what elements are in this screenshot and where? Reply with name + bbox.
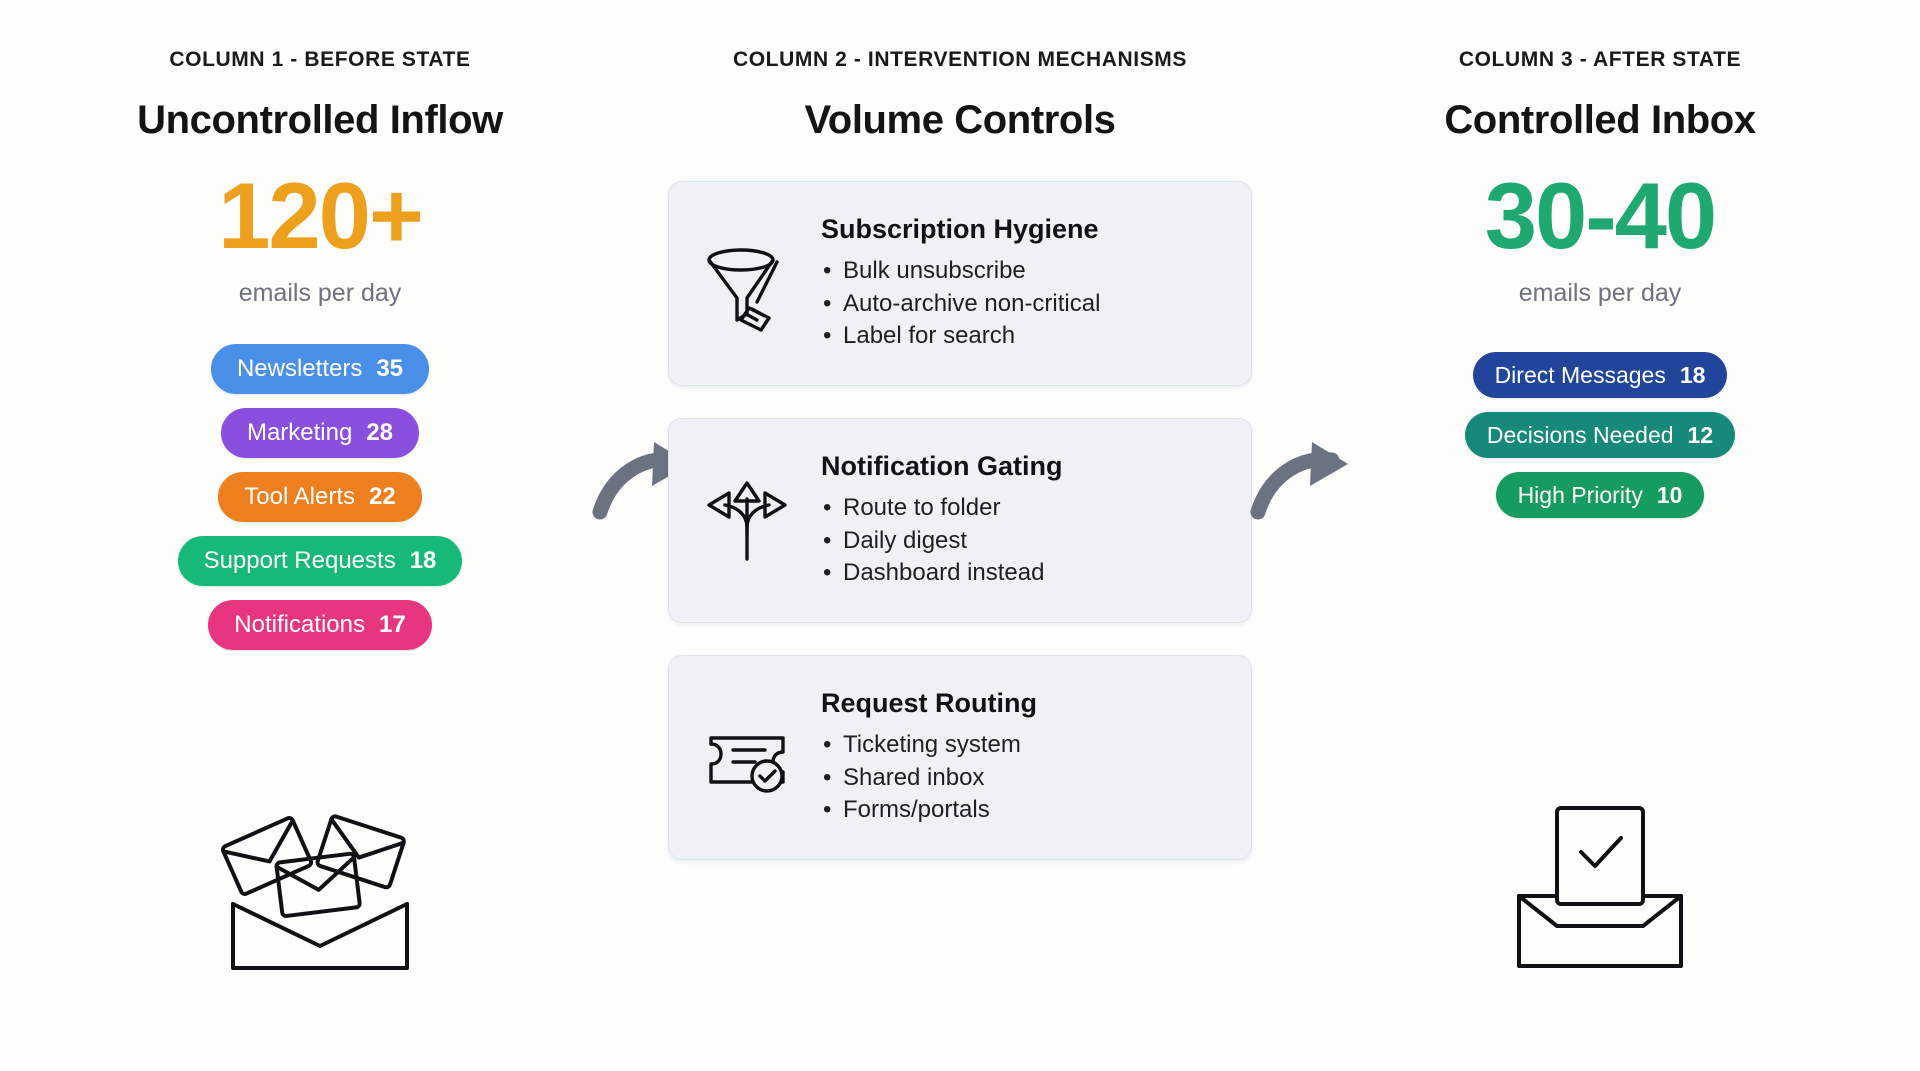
before-pill-stack: Newsletters 35 Marketing 28 Tool Alerts … bbox=[40, 344, 600, 650]
inbox-tray-check-icon bbox=[1517, 806, 1683, 968]
pill-marketing[interactable]: Marketing 28 bbox=[220, 408, 420, 458]
card-bullet: Auto-archive non-critical bbox=[821, 288, 1225, 321]
column-3-title: Controlled Inbox bbox=[1444, 98, 1756, 142]
card-bullet-list: Route to folder Daily digest Dashboard i… bbox=[821, 492, 1225, 590]
mechanism-card-request-routing[interactable]: Request Routing Ticketing system Shared … bbox=[668, 655, 1252, 860]
card-bullet: Dashboard instead bbox=[821, 557, 1225, 590]
card-title: Subscription Hygiene bbox=[821, 214, 1099, 245]
pill-label: Tool Alerts bbox=[244, 483, 355, 510]
mechanism-card-subscription-hygiene[interactable]: Subscription Hygiene Bulk unsubscribe Au… bbox=[668, 181, 1252, 386]
pill-high-priority[interactable]: High Priority 10 bbox=[1495, 472, 1705, 518]
after-stat-value: 30-40 bbox=[1484, 163, 1717, 268]
card-body: Notification Gating Route to folder Dail… bbox=[821, 451, 1225, 590]
column-after-state: COLUMN 3 - AFTER STATE Controlled Inbox … bbox=[1320, 0, 1880, 1071]
funnel-broom-icon bbox=[695, 236, 799, 332]
before-stat-caption: emails per day bbox=[238, 279, 402, 307]
mechanism-card-list: Subscription Hygiene Bulk unsubscribe Au… bbox=[660, 181, 1260, 860]
pill-label: Decisions Needed bbox=[1486, 421, 1674, 448]
pill-newsletters[interactable]: Newsletters 35 bbox=[210, 344, 430, 394]
pill-value: 28 bbox=[366, 419, 394, 446]
arrow-mechanisms-to-after bbox=[1250, 440, 1360, 530]
column-1-title: Uncontrolled Inflow bbox=[137, 98, 503, 142]
pill-decisions-needed[interactable]: Decisions Needed 12 bbox=[1464, 412, 1736, 458]
messy-envelopes-illustration bbox=[40, 800, 600, 980]
pill-value: 18 bbox=[1679, 361, 1706, 388]
pill-tool-alerts[interactable]: Tool Alerts 22 bbox=[218, 472, 422, 522]
after-pill-stack: Direct Messages 18 Decisions Needed 12 H… bbox=[1320, 352, 1880, 518]
inbox-tray-check-illustration bbox=[1320, 800, 1880, 980]
pill-value: 12 bbox=[1687, 421, 1714, 448]
pill-label: Support Requests bbox=[203, 547, 396, 574]
card-body: Request Routing Ticketing system Shared … bbox=[821, 688, 1225, 827]
column-2-title: Volume Controls bbox=[804, 98, 1116, 142]
pill-label: Newsletters bbox=[236, 355, 363, 382]
pill-label: High Priority bbox=[1517, 481, 1643, 508]
card-bullet-list: Bulk unsubscribe Auto-archive non-critic… bbox=[821, 255, 1225, 353]
card-title: Request Routing bbox=[821, 688, 1037, 719]
pill-label: Direct Messages bbox=[1494, 361, 1666, 388]
column-2-kicker: COLUMN 2 - INTERVENTION MECHANISMS bbox=[732, 48, 1188, 71]
card-bullet-list: Ticketing system Shared inbox Forms/port… bbox=[821, 729, 1225, 827]
column-1-kicker: COLUMN 1 - BEFORE STATE bbox=[169, 48, 471, 71]
branching-arrows-icon bbox=[695, 473, 799, 569]
card-bullet: Daily digest bbox=[821, 525, 1225, 558]
pill-label: Notifications bbox=[234, 611, 366, 638]
pill-label: Marketing bbox=[246, 419, 353, 446]
column-intervention-mechanisms: COLUMN 2 - INTERVENTION MECHANISMS Volum… bbox=[660, 0, 1260, 1071]
card-bullet: Forms/portals bbox=[821, 794, 1225, 827]
column-3-kicker: COLUMN 3 - AFTER STATE bbox=[1458, 48, 1742, 71]
pill-value: 18 bbox=[409, 547, 437, 574]
card-bullet: Shared inbox bbox=[821, 762, 1225, 795]
ticket-check-icon bbox=[695, 710, 799, 806]
card-bullet: Route to folder bbox=[821, 492, 1225, 525]
before-stat-value: 120+ bbox=[218, 163, 424, 268]
card-bullet: Label for search bbox=[821, 320, 1225, 353]
pill-value: 35 bbox=[376, 355, 404, 382]
pill-value: 10 bbox=[1656, 481, 1683, 508]
card-title: Notification Gating bbox=[821, 451, 1063, 482]
card-bullet: Bulk unsubscribe bbox=[821, 255, 1225, 288]
messy-envelopes-icon bbox=[220, 814, 409, 970]
card-bullet: Ticketing system bbox=[821, 729, 1225, 762]
pill-direct-messages[interactable]: Direct Messages 18 bbox=[1472, 352, 1728, 398]
pill-value: 22 bbox=[369, 483, 396, 510]
mechanism-card-notification-gating[interactable]: Notification Gating Route to folder Dail… bbox=[668, 418, 1252, 623]
curved-arrow-icon bbox=[1250, 442, 1348, 520]
column-before-state: COLUMN 1 - BEFORE STATE Uncontrolled Inf… bbox=[40, 0, 600, 1071]
after-stat-caption: emails per day bbox=[1518, 279, 1682, 307]
pill-notifications[interactable]: Notifications 17 bbox=[208, 600, 432, 650]
pill-value: 17 bbox=[379, 611, 406, 638]
card-body: Subscription Hygiene Bulk unsubscribe Au… bbox=[821, 214, 1225, 353]
pill-support-requests[interactable]: Support Requests 18 bbox=[177, 536, 463, 586]
